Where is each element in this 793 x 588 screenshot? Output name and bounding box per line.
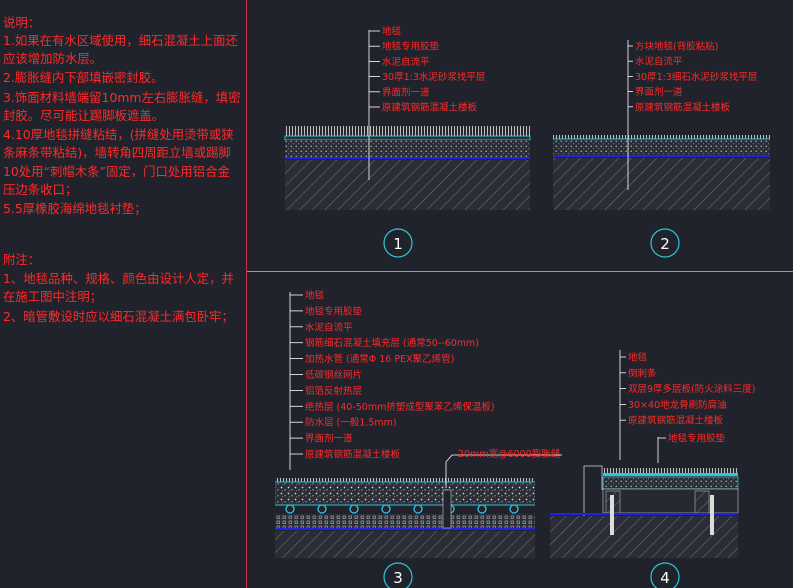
appendix-item: 1、地毯品种、规格、颜色由设计人定，并在施工图中注明； (3, 271, 234, 305)
layer-label: 原建筑钢筋混凝土楼板 (382, 102, 478, 114)
fill-layer (275, 483, 535, 505)
notes-heading: 说明： (3, 15, 41, 30)
layer-label: 30厚1:3细石水泥砂浆找平层 (635, 71, 757, 83)
underlay-layer (284, 135, 531, 141)
layer-label: 原建筑钢筋混凝土楼板 (635, 101, 731, 113)
note-item: 4.10厚地毯拼缝粘结，(拼缝处用烫带或狭条麻条带粘结)，墙转角四周距立墙或踢脚… (3, 127, 234, 197)
anchor-bolt (610, 495, 614, 535)
layer-label: 原建筑钢筋混凝土楼板 (305, 449, 401, 461)
slab-layer (285, 160, 530, 210)
detail-number: 2 (660, 235, 670, 253)
vertical-divider (246, 0, 247, 588)
carpet-tile-layer (553, 135, 770, 139)
joist-layer (602, 488, 739, 514)
detail-number-circle (383, 228, 413, 258)
layer-label: 地毯 (305, 290, 325, 302)
layer-label: 铝箔反射热层 (305, 385, 362, 397)
wall-outline (592, 465, 603, 490)
heating-pipe (349, 504, 359, 514)
slab-layer (550, 516, 738, 558)
expansion-joint-label: 20mm宽@6000膨胀缝 (458, 448, 561, 460)
layer-label: 低碳钢丝网片 (305, 369, 362, 381)
layer-label: 30×40地龙骨刷防腐油 (628, 399, 727, 411)
heating-pipe (509, 504, 519, 514)
layer-label: 界面剂一道 (382, 86, 430, 98)
layer-label: 倒刺条 (628, 367, 657, 379)
underlay-layer (603, 473, 738, 476)
layer-label: 地毯专用胶垫 (305, 305, 363, 317)
horizontal-divider (247, 271, 793, 272)
layer-label: 30厚1:3水泥砂浆找平层 (382, 71, 485, 83)
carpet-layer (275, 478, 535, 482)
layer-label: 水泥自流平 (635, 56, 683, 68)
joist (694, 490, 710, 514)
heating-pipe (381, 504, 391, 514)
layer-label: 地毯专用胶垫 (668, 433, 726, 445)
slab-layer (553, 158, 770, 210)
layer-label: 水泥自流平 (305, 321, 353, 333)
layer-label: 地毯专用胶垫 (382, 41, 440, 53)
expansion-joint (442, 489, 452, 529)
note-item: 1.如果在有水区域使用，细石混凝土上面还应该增加防水层。 (3, 33, 238, 67)
detail-number: 3 (393, 569, 403, 587)
insulation-layer (275, 514, 535, 529)
layer-label: 水泥自流平 (382, 56, 430, 68)
layer-label: 地毯 (628, 352, 648, 364)
layer-label: 加热水管 (通常Φ 16 PEX聚乙烯管) (305, 353, 454, 365)
anchor-bolt (710, 495, 714, 535)
layer-label: 界面剂一道 (635, 86, 683, 98)
carpet-layer (603, 468, 738, 473)
layer-label: 原建筑钢筋混凝土楼板 (628, 415, 724, 427)
appendix-heading: 附注： (3, 252, 41, 267)
heating-pipe (317, 504, 327, 514)
heating-pipe (413, 504, 423, 514)
screed-layer (553, 140, 770, 156)
wall-outline (583, 465, 592, 520)
heating-pipe (285, 504, 295, 514)
detail-number-circle (650, 562, 680, 588)
layer-label: 双层9厚多层板(防火涂料三度) (628, 383, 755, 395)
joint-leader (445, 454, 562, 488)
plywood-layer (602, 476, 739, 490)
layer-label: 地毯 (382, 26, 402, 38)
appendix-item: 2、暗管敷设时应以细石混凝土满包卧牢； (3, 309, 234, 324)
note-item: 2.膨胀缝内下部填嵌密封胶。 (3, 70, 164, 85)
screed-layer (285, 140, 530, 158)
detail-2: 方块地毯(背胶粘贴) 水泥自流平 30厚1:3细石水泥砂浆找平层界面剂一道原建筑钢筋… (553, 40, 770, 258)
heating-pipe (477, 504, 487, 514)
layer-label: 绝热层 (40-50mm挤塑成型聚苯乙烯保温板) (305, 401, 495, 413)
detail-number: 4 (660, 569, 670, 587)
detail-number: 1 (393, 235, 403, 253)
layer-label: 钢筋细石混凝土填充层 (通常50--60mm) (305, 337, 479, 349)
note-item: 5.5厚橡胶海绵地毯衬垫； (3, 201, 147, 216)
layer-label: 界面剂一道 (305, 433, 353, 445)
carpet-layer (285, 126, 530, 136)
notes-panel: 说明： 1.如果在有水区域使用，细石混凝土上面还应该增加防水层。 2.膨胀缝内下… (0, 0, 246, 588)
layer-label: 防水层 (一般1.5mm) (305, 417, 397, 429)
layer-label: 方块地毯(背胶粘贴) (635, 41, 718, 53)
detail-number-circle (650, 228, 680, 258)
slab-layer (275, 531, 535, 558)
detail-number-circle (383, 562, 413, 588)
note-item: 3.饰面材料墙端留10mm左右膨胀缝，填密封胶。尽可能让踢脚板遮盖。 (3, 90, 241, 124)
